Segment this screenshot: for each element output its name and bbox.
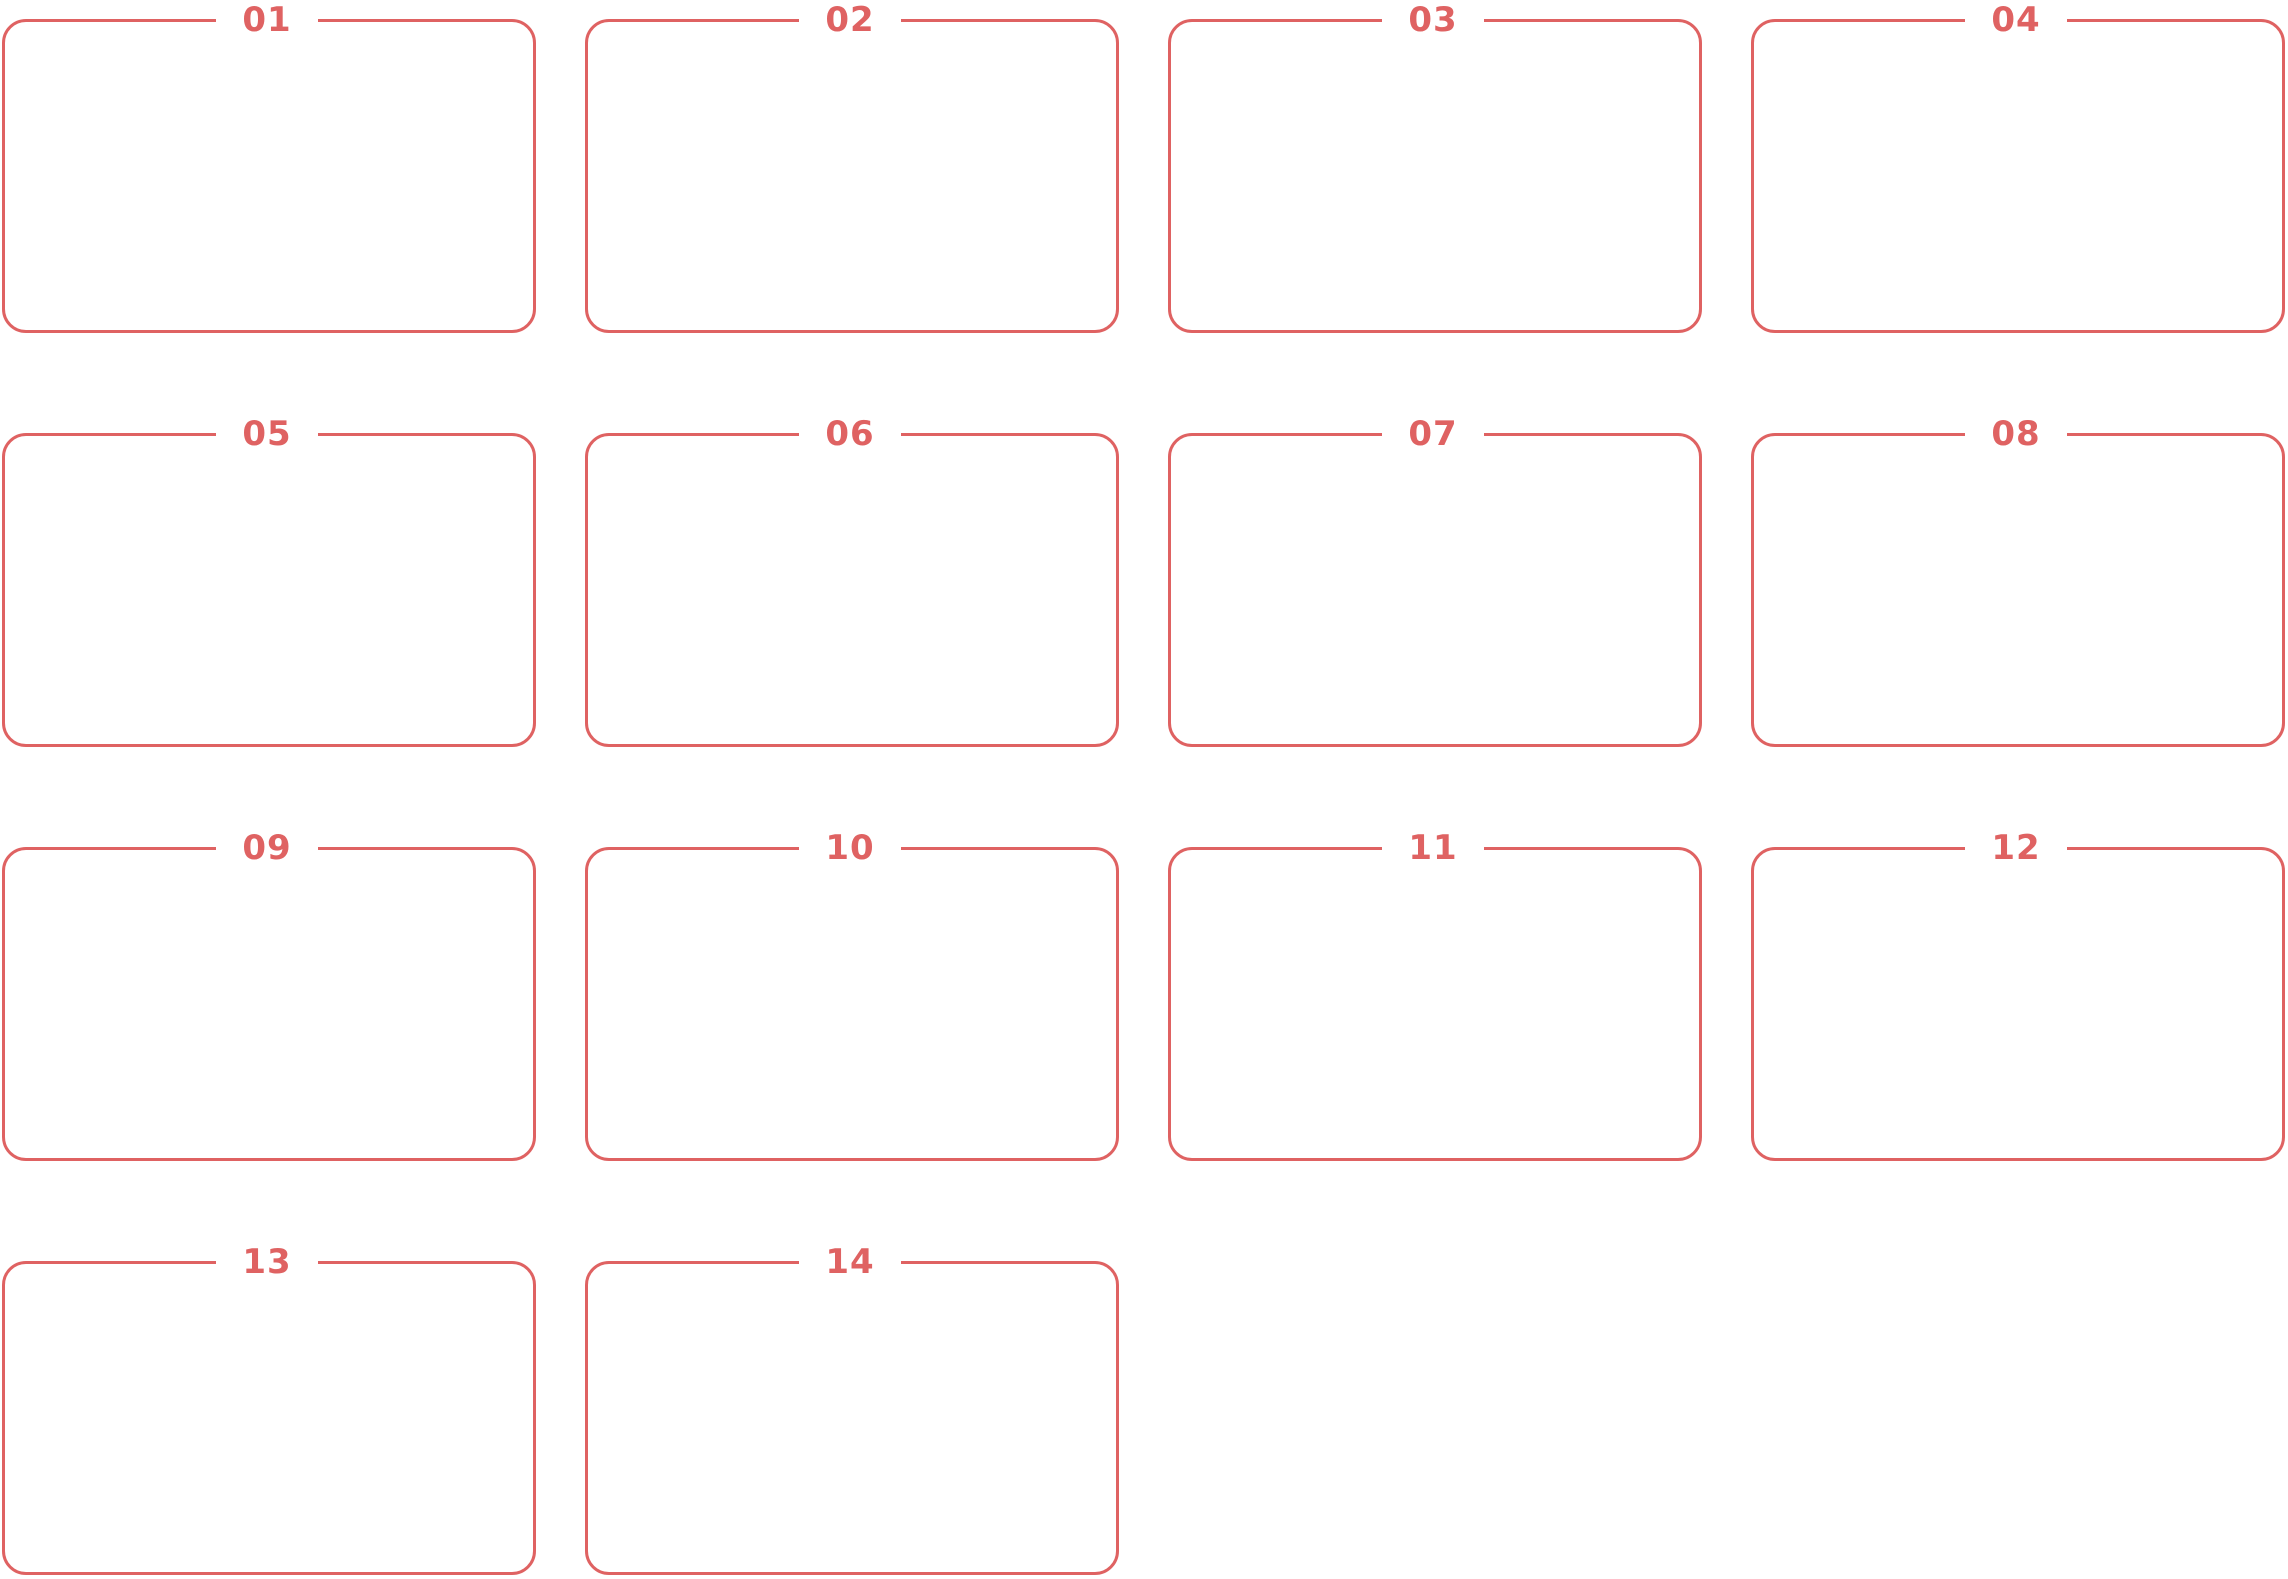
card-title-gap [1965, 430, 2067, 439]
card-03: 03 [1168, 1, 1702, 333]
card-number-05: 05 [242, 414, 292, 454]
card-12: 12 [1751, 829, 2285, 1161]
card-14: 14 [585, 1243, 1119, 1575]
card-07: 07 [1168, 415, 1702, 747]
card-05: 05 [2, 415, 536, 747]
card-number-13: 13 [242, 1242, 292, 1282]
card-title-gap [216, 16, 318, 25]
card-number-08: 08 [1991, 414, 2041, 454]
card-04: 04 [1751, 1, 2285, 333]
card-number-02: 02 [825, 0, 875, 40]
card-title-gap [216, 430, 318, 439]
card-02: 02 [585, 1, 1119, 333]
card-title-gap [216, 1258, 318, 1267]
card-06: 06 [585, 415, 1119, 747]
card-number-14: 14 [825, 1242, 875, 1282]
card-09: 09 [2, 829, 536, 1161]
card-title-gap [799, 16, 901, 25]
card-08: 08 [1751, 415, 2285, 747]
card-10: 10 [585, 829, 1119, 1161]
card-number-04: 04 [1991, 0, 2041, 40]
card-title-gap [1382, 16, 1484, 25]
card-number-07: 07 [1408, 414, 1458, 454]
card-title-gap [216, 844, 318, 853]
card-title-gap [799, 430, 901, 439]
card-number-03: 03 [1408, 0, 1458, 40]
card-number-12: 12 [1991, 828, 2041, 868]
card-title-gap [799, 844, 901, 853]
card-11: 11 [1168, 829, 1702, 1161]
card-number-09: 09 [242, 828, 292, 868]
card-number-11: 11 [1408, 828, 1458, 868]
card-number-06: 06 [825, 414, 875, 454]
card-number-01: 01 [242, 0, 292, 40]
card-title-gap [1965, 844, 2067, 853]
card-number-10: 10 [825, 828, 875, 868]
card-title-gap [1382, 430, 1484, 439]
card-title-gap [1382, 844, 1484, 853]
card-01: 01 [2, 1, 536, 333]
card-title-gap [799, 1258, 901, 1267]
card-13: 13 [2, 1243, 536, 1575]
card-title-gap [1965, 16, 2067, 25]
